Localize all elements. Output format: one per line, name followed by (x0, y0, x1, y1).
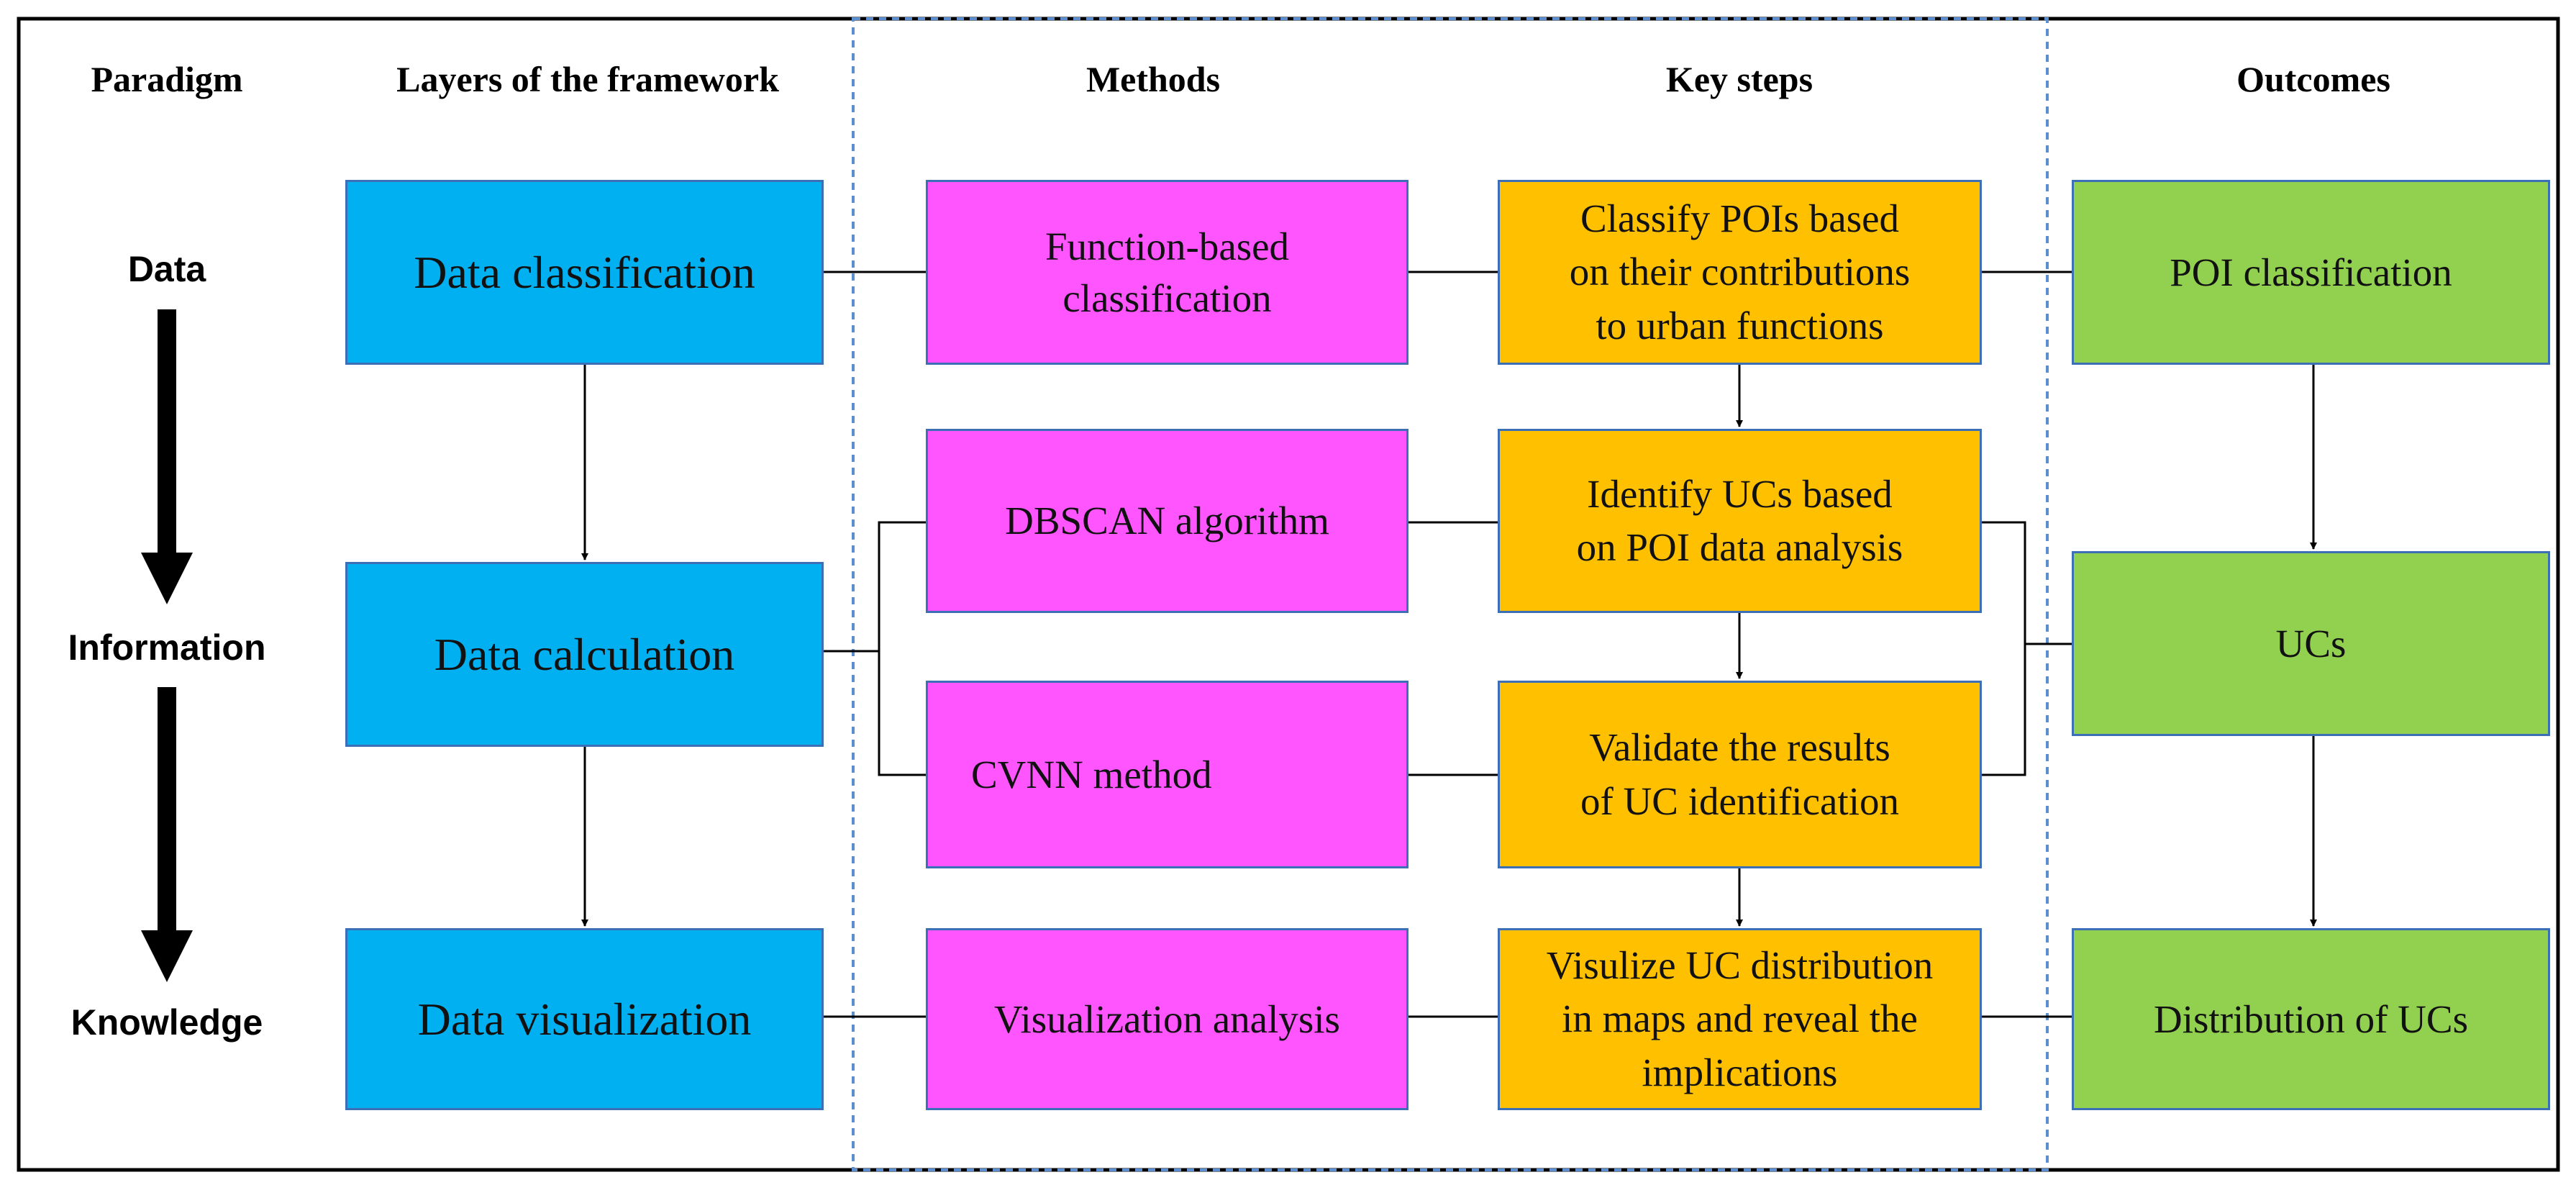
paradigm-arrow-data-information (141, 309, 193, 604)
layer-label: Data visualization (417, 993, 752, 1045)
method-label: CVNN method (971, 752, 1212, 796)
header-methods: Methods (1086, 59, 1221, 99)
method-bracket (878, 521, 926, 776)
step-box-identify-ucs: Identify UCs based on POI data analysis (1498, 429, 1982, 613)
header-outcomes: Outcomes (2236, 59, 2390, 99)
layer-box-data-calculation: Data calculation (345, 562, 824, 747)
header-layers: Layers of the framework (396, 59, 779, 99)
paradigm-information: Information (68, 627, 266, 668)
outer-frame (17, 17, 2560, 1172)
method-label: DBSCAN algorithm (1005, 499, 1329, 543)
step-box-visualize-distribution: Visulize UC distribution in maps and rev… (1498, 928, 1982, 1110)
paradigm-data: Data (127, 249, 206, 289)
outcome-box-distribution-of-ucs: Distribution of UCs (2072, 928, 2550, 1110)
paradigm-arrow-information-knowledge (141, 687, 193, 982)
method-box-visualization: Visualization analysis (926, 928, 1408, 1110)
method-box-function-based: Function-based classification (926, 180, 1408, 365)
layer-label: Data classification (414, 246, 755, 298)
step-box-classify-pois: Classify POIs based on their contributio… (1498, 180, 1982, 365)
step-label: Visulize UC distribution in maps and rev… (1546, 943, 1934, 1094)
layer-box-data-classification: Data classification (345, 180, 824, 365)
step-bracket (1982, 521, 2026, 776)
layer-label: Data calculation (434, 628, 735, 680)
outcome-box-poi-classification: POI classification (2072, 180, 2550, 365)
step-label: Classify POIs based on their contributio… (1569, 196, 1911, 348)
outcome-label: Distribution of UCs (2154, 997, 2468, 1041)
header-key-steps: Key steps (1665, 59, 1813, 99)
step-label: Validate the results of UC identificatio… (1580, 725, 1899, 823)
step-label: Identify UCs based on POI data analysis (1576, 471, 1903, 569)
dashed-frame (852, 17, 2049, 1171)
paradigm-knowledge: Knowledge (70, 1002, 263, 1043)
layer-box-data-visualization: Data visualization (345, 928, 824, 1110)
outcome-box-ucs: UCs (2072, 551, 2550, 736)
outcome-label: POI classification (2170, 250, 2452, 294)
step-box-validate-results: Validate the results of UC identificatio… (1498, 681, 1982, 868)
method-box-cvnn: CVNN method (926, 681, 1408, 868)
method-box-dbscan: DBSCAN algorithm (926, 429, 1408, 613)
method-label: Visualization analysis (994, 996, 1340, 1041)
header-paradigm: Paradigm (91, 59, 243, 99)
outcome-label: UCs (2275, 622, 2347, 666)
method-label: Function-based classification (1044, 224, 1290, 320)
